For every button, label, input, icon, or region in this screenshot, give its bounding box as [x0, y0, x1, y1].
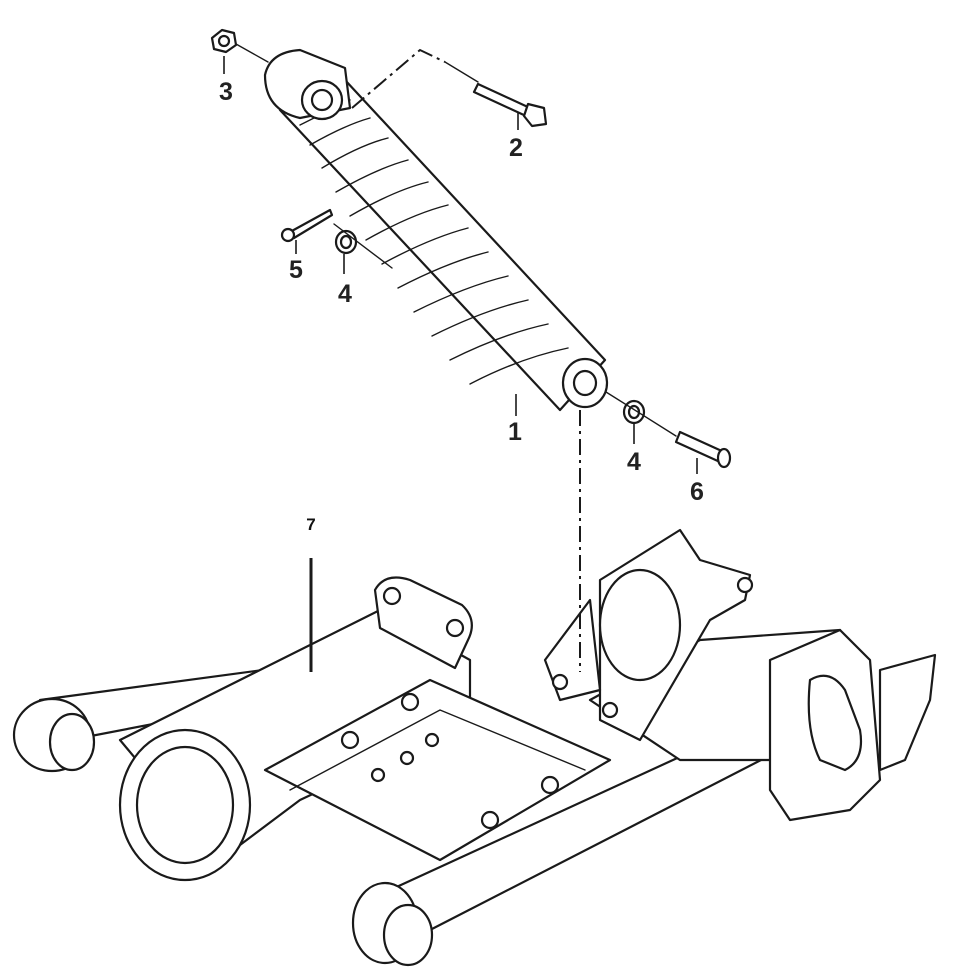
bolt [472, 82, 548, 128]
callout-nut: 3 [219, 78, 233, 106]
callout-swing-arm: 7 [306, 515, 315, 534]
callout-bolt: 2 [509, 134, 523, 162]
assembly-lines [223, 43, 698, 672]
callout-pin: 6 [690, 478, 704, 506]
cotter-pin [280, 208, 334, 243]
shock-absorber [263, 48, 609, 412]
callout-cotter-pin: 5 [289, 256, 303, 284]
nut [210, 28, 238, 54]
washer-upper [334, 229, 358, 255]
swing-arm [12, 528, 937, 967]
washer-lower [622, 399, 646, 425]
pin [674, 430, 732, 469]
callout-washer-upper: 4 [338, 280, 352, 308]
callout-washer-lower: 4 [627, 448, 641, 476]
callout-shock-absorber: 1 [508, 418, 522, 446]
